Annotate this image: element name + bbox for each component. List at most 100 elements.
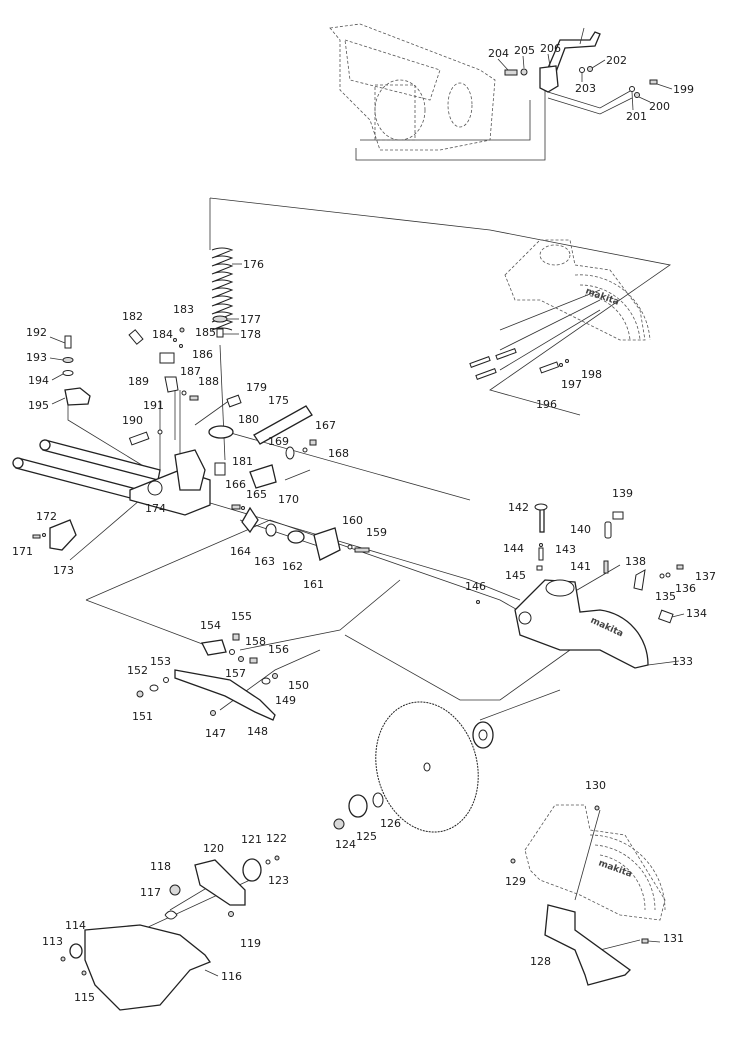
label-137: 138 (625, 555, 646, 568)
part-174-shaft (253, 405, 313, 445)
label-144: 145 (505, 569, 526, 582)
part-118 (169, 884, 181, 896)
part-150 (136, 690, 144, 698)
diagram-stroke (67, 400, 151, 471)
diagram-stroke (574, 809, 601, 901)
part-158 (354, 547, 370, 553)
parts: makita (12, 31, 684, 1011)
part-159 (347, 544, 353, 550)
label-180: 181 (232, 455, 253, 468)
label-125: 125 (356, 830, 377, 843)
part-115 (81, 970, 87, 976)
part-185 (159, 352, 175, 364)
label-117: 117 (140, 886, 161, 899)
part-197 (565, 359, 569, 363)
label-123: 123 (268, 874, 289, 887)
assembly-guide-lines (67, 89, 672, 951)
label-147: 148 (247, 725, 268, 738)
part-164 (241, 506, 245, 510)
part-155 (249, 657, 258, 664)
part-145 (476, 600, 480, 604)
part-140 (603, 560, 609, 574)
diagram-stroke (199, 499, 521, 601)
part-196 (559, 363, 563, 367)
label-173: 174 (145, 502, 166, 515)
part-177 (216, 328, 224, 338)
part-161 (287, 530, 305, 544)
label-119: 119 (240, 937, 261, 950)
label-178: 179 (246, 381, 267, 394)
diagram-stroke (591, 59, 606, 69)
diagram-stroke (344, 39, 441, 101)
brand-mark-reference-lower: makita (597, 858, 633, 879)
label-176: 177 (240, 313, 261, 326)
part-199 (634, 92, 640, 98)
part-187 (189, 395, 199, 401)
label-202: 203 (575, 82, 596, 95)
part-125 (348, 794, 368, 818)
label-120: 120 (203, 842, 224, 855)
label-154: 155 (231, 610, 252, 623)
part-206-lever (547, 31, 601, 73)
part-194 (64, 387, 91, 406)
part-182 (179, 327, 185, 333)
part-139 (604, 521, 612, 539)
part-129 (510, 858, 516, 864)
part-113 (60, 956, 66, 962)
diagram-stroke (85, 519, 536, 621)
part-186 (181, 390, 187, 396)
saw-blade (375, 701, 479, 833)
diagram-stroke (360, 100, 531, 141)
label-159: 160 (342, 514, 363, 527)
diagram-stroke (638, 96, 651, 103)
part-204-nut (520, 68, 528, 76)
part-162 (265, 523, 277, 537)
label-167: 168 (328, 447, 349, 460)
label-198: 199 (673, 83, 694, 96)
part-189 (128, 431, 150, 446)
label-116: 116 (221, 970, 242, 983)
part-labels: 204 205 206 202 203 199 200 201 176 177 … (12, 42, 716, 1004)
part-180 (214, 462, 226, 476)
brand-mark-reference: makita (584, 286, 620, 307)
label-122: 122 (266, 832, 287, 845)
label-191: 192 (26, 326, 47, 339)
part-124 (333, 818, 345, 830)
part-143 (538, 547, 544, 561)
part-205-bracket (539, 65, 559, 93)
diagram-stroke (547, 53, 551, 67)
label-113: 113 (42, 935, 63, 948)
label-175: 176 (243, 258, 264, 271)
label-165: 166 (225, 478, 246, 491)
diagram-stroke (469, 356, 491, 368)
label-188: 189 (128, 375, 149, 388)
label-140: 141 (570, 560, 591, 573)
label-190: 191 (143, 399, 164, 412)
diagram-stroke (355, 90, 546, 161)
label-163: 164 (230, 545, 251, 558)
diagram-stroke (69, 499, 141, 561)
diagram-stroke (584, 294, 631, 341)
diagram-stroke (85, 599, 206, 646)
diagram-stroke (599, 939, 641, 951)
diagram-stroke (647, 660, 680, 666)
part-120 (194, 859, 246, 906)
part-135 (665, 572, 671, 578)
label-160: 161 (303, 578, 324, 591)
label-195: 196 (536, 398, 557, 411)
diagram-stroke (514, 579, 649, 669)
diagram-stroke (423, 762, 431, 772)
part-126 (372, 792, 384, 808)
leader-lines (49, 27, 685, 977)
diagram-stroke (579, 27, 585, 45)
diagram-stroke (478, 729, 488, 741)
part-151 (149, 684, 159, 692)
part-138 (612, 511, 624, 520)
label-189: 190 (122, 414, 143, 427)
diagram-stroke (51, 397, 66, 405)
label-133: 134 (686, 607, 707, 620)
label-185: 186 (192, 348, 213, 361)
label-141: 142 (508, 501, 529, 514)
label-126: 126 (380, 817, 401, 830)
